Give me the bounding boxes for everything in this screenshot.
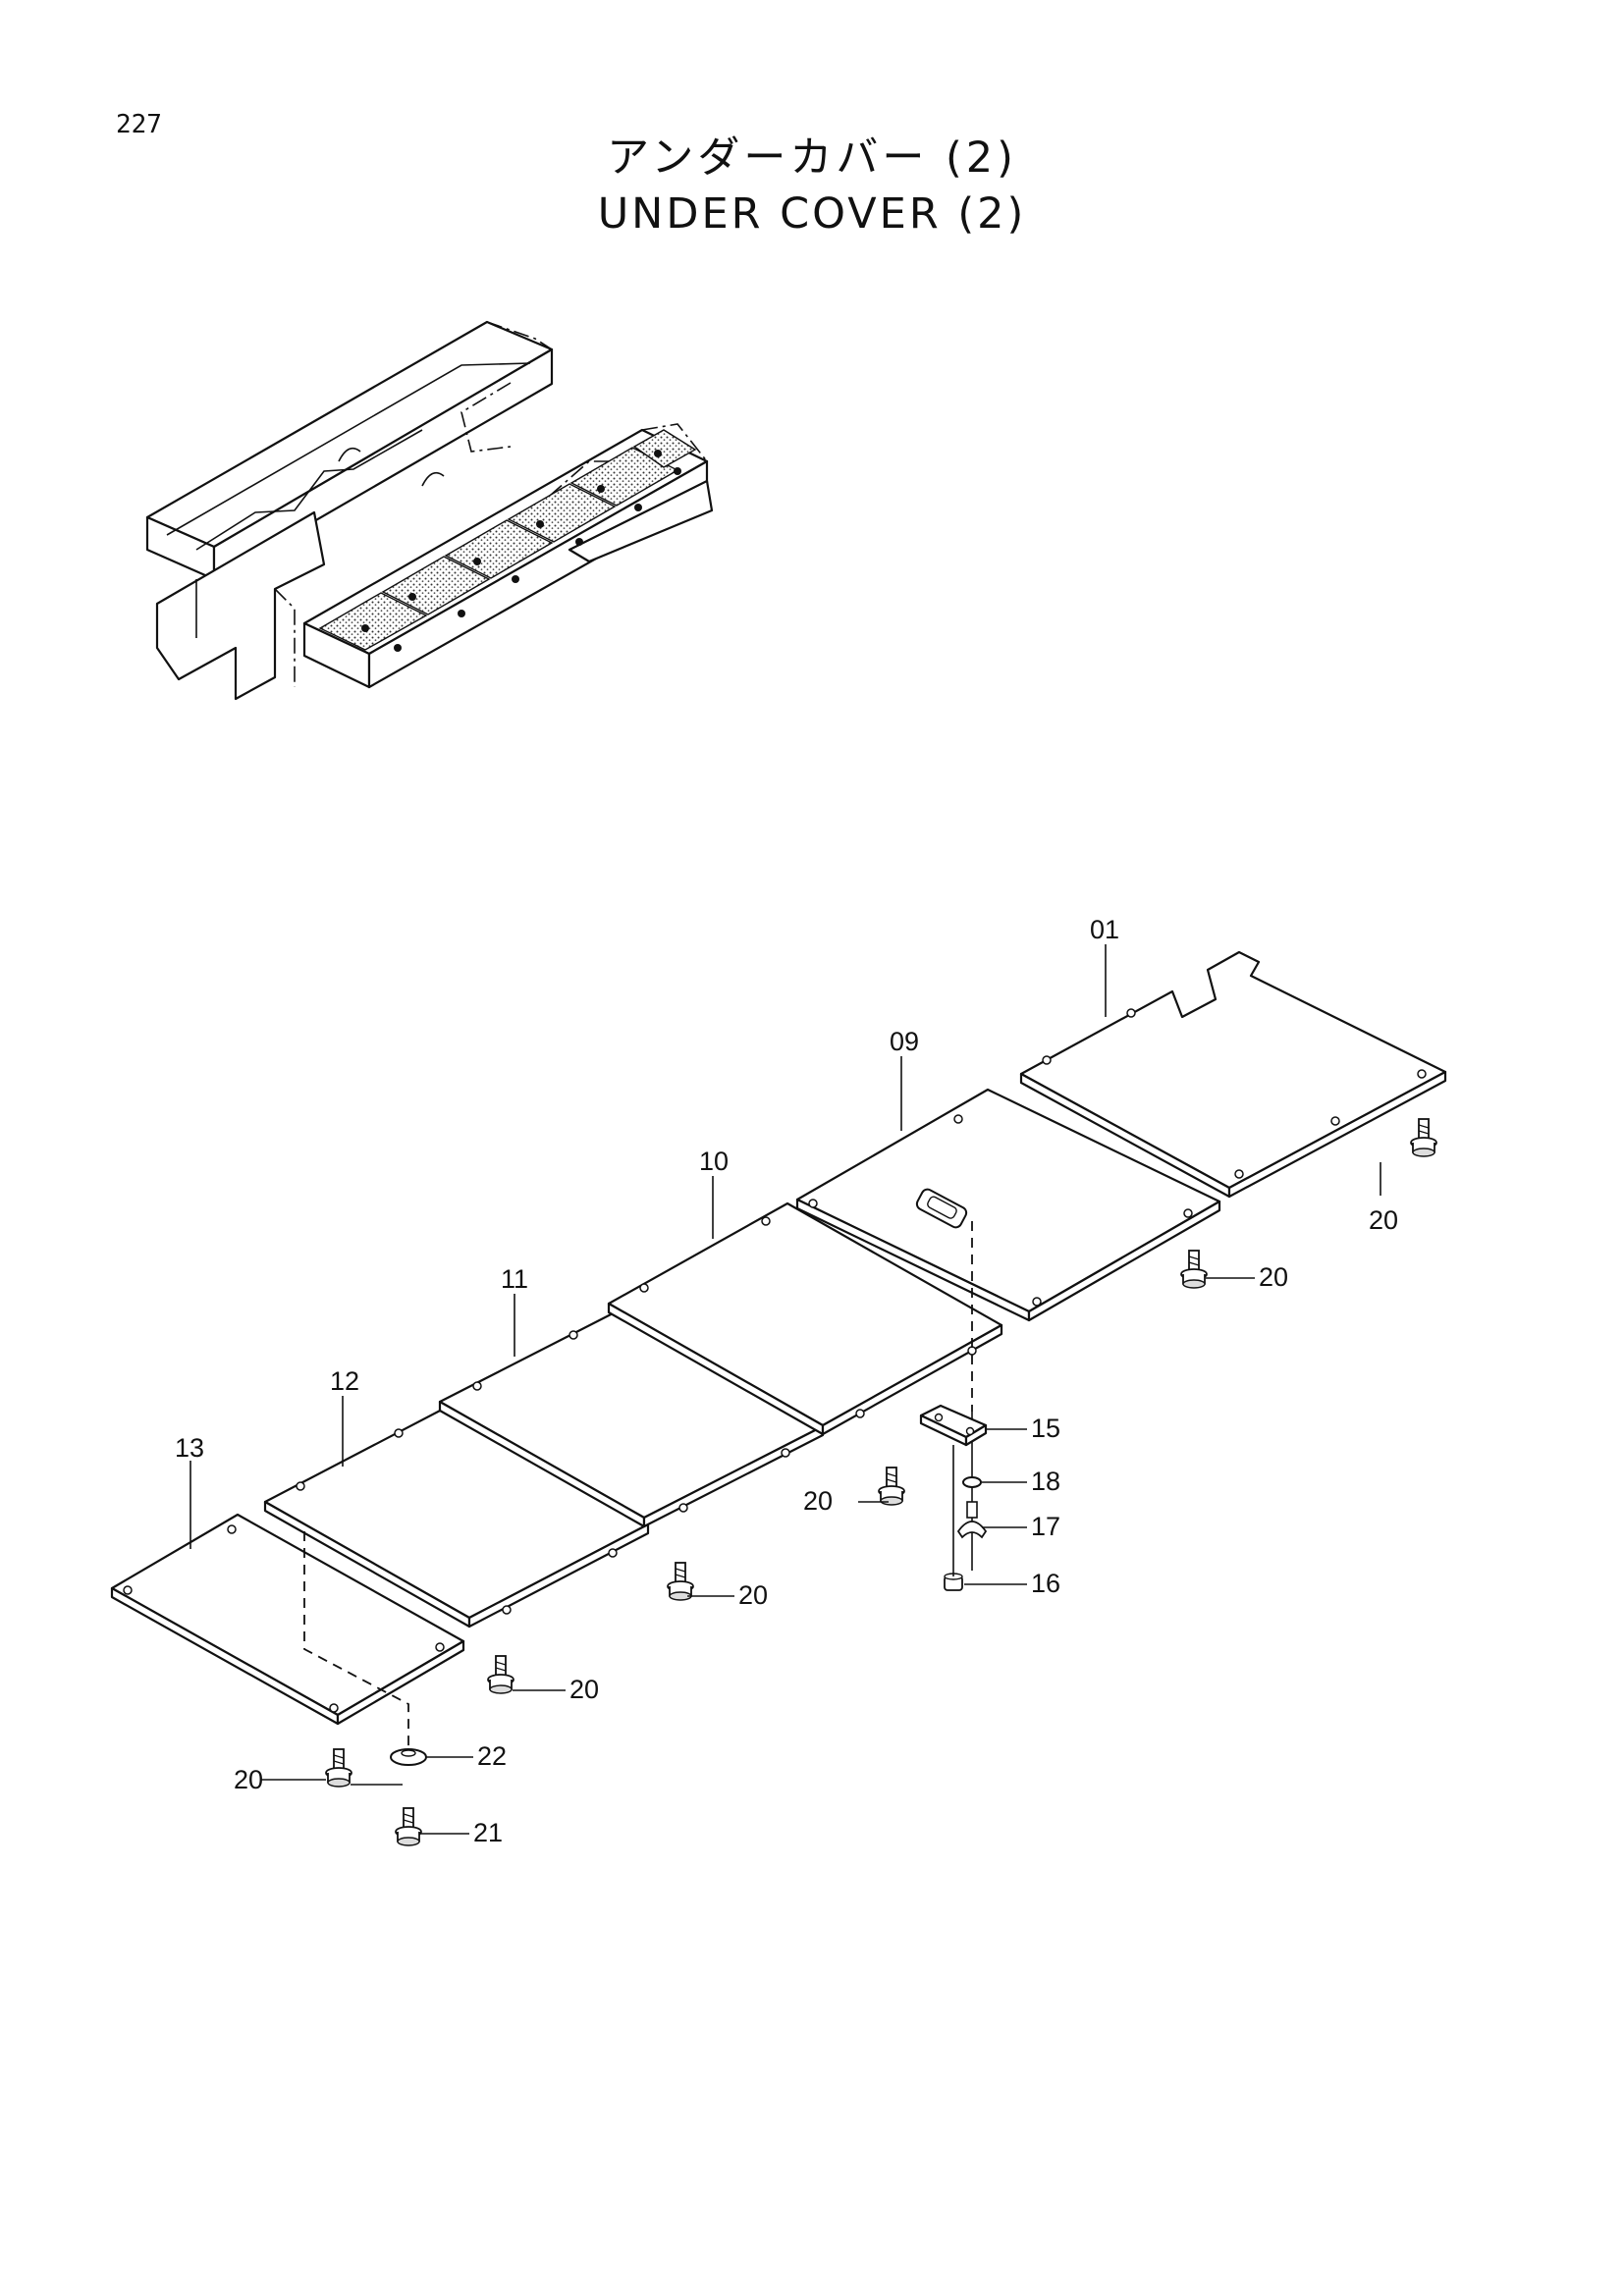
leader-lines xyxy=(189,944,1381,1835)
callout-20-f: 20 xyxy=(234,1765,263,1794)
callout-09: 09 xyxy=(890,1027,919,1056)
panel-09 xyxy=(795,1088,1221,1322)
callout-11: 11 xyxy=(501,1264,528,1294)
callout-13: 13 xyxy=(175,1433,204,1463)
callout-20-c: 20 xyxy=(803,1486,833,1516)
exploded-view: 13 12 11 10 09 01 20 20 20 20 20 20 15 1… xyxy=(110,915,1447,1847)
title-english: UNDER COVER (2) xyxy=(597,189,1027,239)
panel-13 xyxy=(110,1513,465,1726)
callout-labels: 13 12 11 10 09 01 20 20 20 20 20 20 15 1… xyxy=(175,915,1398,1847)
callout-12: 12 xyxy=(330,1366,359,1396)
callout-16: 16 xyxy=(1031,1569,1060,1598)
wing-bolt-17 xyxy=(956,1501,988,1539)
callout-18: 18 xyxy=(1031,1467,1060,1496)
washer-22 xyxy=(390,1748,427,1766)
overview-panels xyxy=(318,429,697,652)
page-title: アンダーカバー (2) UNDER COVER (2) xyxy=(0,130,1624,241)
callout-10: 10 xyxy=(699,1147,729,1176)
callout-20-a: 20 xyxy=(1369,1205,1398,1235)
panel-01 xyxy=(1019,950,1447,1199)
callout-20-b: 20 xyxy=(1259,1262,1288,1292)
overview-illustration xyxy=(145,320,714,701)
callout-20-d: 20 xyxy=(738,1580,768,1610)
bracket-15 xyxy=(919,1404,988,1447)
callout-20-e: 20 xyxy=(569,1675,599,1704)
washer-18 xyxy=(962,1476,982,1488)
title-japanese: アンダーカバー (2) xyxy=(607,133,1017,183)
panel-11 xyxy=(438,1308,825,1528)
callout-21: 21 xyxy=(473,1818,503,1847)
page-number: 227 xyxy=(116,110,162,139)
panel-10 xyxy=(607,1201,1003,1436)
callout-17: 17 xyxy=(1031,1512,1060,1541)
callout-01: 01 xyxy=(1090,915,1119,944)
callout-22: 22 xyxy=(477,1741,507,1771)
callout-15: 15 xyxy=(1031,1414,1060,1443)
